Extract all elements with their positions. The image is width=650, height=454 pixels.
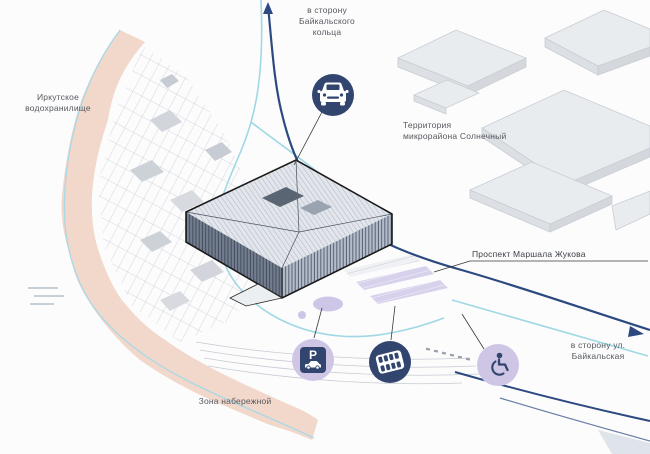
city-street-grid (98, 46, 258, 342)
embankment-road (454, 371, 650, 422)
embankment-road-2 (499, 397, 650, 442)
building-block (412, 79, 481, 115)
rooftop-structure (262, 187, 304, 207)
plaza-pond (313, 296, 343, 312)
roof-fold-lines (185, 159, 393, 269)
route-avenue (451, 299, 649, 357)
label-toward-baikal-ring: в сторону Байкальского кольца (299, 5, 355, 38)
corner-block (598, 430, 650, 454)
label-zhukov-avenue: Проспект Маршала Жукова (472, 249, 586, 259)
rooftop-structure (300, 200, 332, 215)
arrow-right-icon (628, 326, 644, 337)
embankment-parked-cars (425, 347, 471, 361)
building-block (544, 9, 650, 76)
parking-garage-icon: P (300, 347, 326, 373)
arrow-up-icon (263, 2, 273, 14)
city-blocks (130, 74, 232, 311)
building-block (611, 190, 650, 231)
callout-parking-layout (369, 341, 411, 383)
waterline-left (63, 29, 121, 314)
facade-right (282, 214, 392, 298)
car-access-icon (317, 82, 349, 106)
building-outline (185, 159, 393, 299)
label-toward-baikalskaya: в сторону ул. Байкальская (570, 340, 626, 362)
parking-layout-icon (375, 350, 405, 374)
roads (263, 2, 650, 454)
leader-lines (293, 111, 648, 350)
waterline-bottom (97, 312, 315, 439)
callout-accessible-parking (477, 344, 519, 386)
entry-apron (229, 283, 284, 307)
solnechny-buildings (397, 9, 650, 233)
piers (28, 287, 64, 305)
shoreline-zone (28, 29, 318, 440)
label-solnechny-area: Территория микрорайона Солнечный (403, 120, 507, 142)
building-block (397, 29, 527, 96)
accessible-parking-icon (491, 352, 509, 376)
callout-parking-garage: P (292, 339, 334, 381)
label-embankment-zone: Зона набережной (198, 396, 272, 406)
route-loop (216, 0, 445, 338)
central-building (185, 159, 393, 307)
building-block (469, 161, 613, 233)
callout-car-access (312, 74, 354, 116)
parking-letter: P (309, 348, 317, 362)
facade-left (186, 212, 282, 298)
embankment-lines (195, 341, 481, 385)
surface-parking (298, 254, 448, 319)
label-reservoir: Иркутское водохранилище (25, 92, 91, 114)
shore-bottom-band (98, 300, 318, 440)
